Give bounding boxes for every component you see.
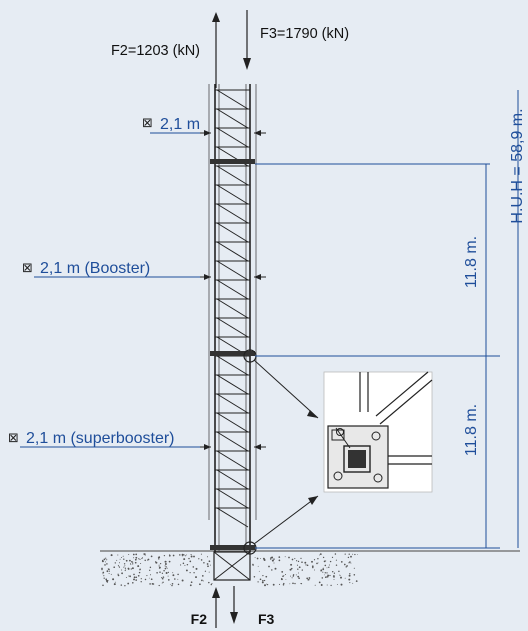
- segment-height-lower-label: 11.8 m.: [463, 404, 480, 456]
- force-f2-top-label: F2=1203 (kN): [111, 43, 200, 59]
- section-symbol-icon: ⊠: [142, 115, 153, 130]
- hook-height-label: H.U.H = 58,9 m.: [509, 108, 526, 223]
- detail-leader-upper: [253, 359, 319, 419]
- section-callout-1: ⊠ 2,1 m: [142, 115, 266, 136]
- force-f3-bottom-label: F3: [258, 611, 275, 627]
- section-callout-2: ⊠ 2,1 m (Booster): [22, 260, 266, 280]
- height-dimensions: [255, 90, 519, 549]
- force-f2-bottom-label: F2: [191, 611, 208, 627]
- segment-height-upper-label: 11.8 m.: [463, 236, 480, 288]
- section-callout-3: ⊠ 2,1 m (superbooster): [8, 430, 266, 450]
- section-symbol-icon: ⊠: [22, 260, 33, 275]
- ground-foundation: [100, 550, 520, 588]
- top-load-arrows: [212, 10, 251, 88]
- section-label-3: 2,1 m (superbooster): [26, 430, 175, 447]
- joint-detail-panel: [323, 371, 433, 493]
- bottom-load-arrows: [212, 586, 238, 628]
- section-symbol-icon: ⊠: [8, 430, 19, 445]
- tower-mast: [208, 84, 257, 555]
- detail-leader-lower: [253, 495, 319, 545]
- section-label-1: 2,1 m: [160, 116, 200, 133]
- section-label-2: 2,1 m (Booster): [40, 260, 150, 277]
- force-f3-top-label: F3=1790 (kN): [260, 26, 349, 42]
